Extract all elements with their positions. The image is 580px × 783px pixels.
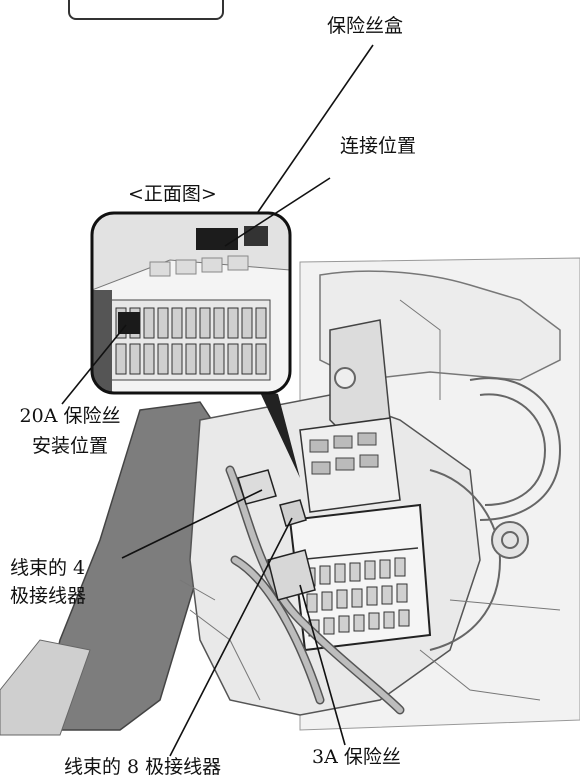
leader-lines (61, 44, 374, 757)
label-4pin-connector-line2: 极接线器 (10, 585, 87, 607)
leader-8pin-connector (169, 517, 293, 757)
label-fuse-box: 保险丝盒 (327, 15, 404, 37)
label-20a-fuse-line1: 20A 保险丝 (19, 405, 121, 427)
label-8pin-connector: 线束的 8 极接线器 (64, 756, 222, 778)
front-view-inset (90, 211, 292, 395)
engine-bay-scene (0, 257, 580, 736)
label-front-view: <正面图> (128, 183, 217, 205)
fuse-box-body (288, 503, 432, 652)
label-4pin-connector-line1: 线束的 4 (10, 557, 86, 579)
leader-connection-position (224, 177, 331, 247)
leader-fuse-box (257, 44, 374, 213)
header-frame (68, 0, 224, 20)
inset-pointer (258, 388, 300, 478)
leader-4pin-connector (121, 489, 263, 559)
label-connection-position: 连接位置 (340, 135, 417, 157)
label-3a-fuse: 3A 保险丝 (312, 746, 401, 768)
leader-20a-fuse (61, 324, 127, 405)
leader-3a-fuse (299, 584, 346, 746)
label-20a-fuse-line2: 安装位置 (31, 435, 108, 457)
